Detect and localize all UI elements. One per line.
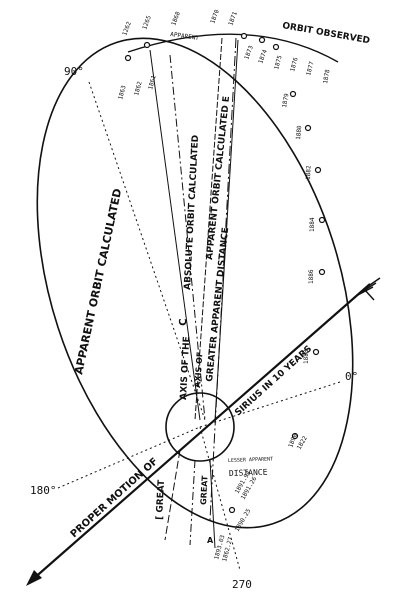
year-label: 1875 — [273, 54, 284, 70]
axis-of-the-label: AXIS OF THE — [179, 336, 192, 400]
lower-line-3 — [209, 459, 216, 549]
line-180 — [57, 426, 201, 489]
axis-of-label: AXIS OF — [193, 351, 205, 388]
year-label: 1862 — [133, 80, 144, 96]
year-label: 1868 — [170, 10, 182, 26]
year-label: 1871 — [227, 10, 239, 26]
year-label: 1874 — [257, 48, 269, 64]
lesser-apparent-label: LESSER APPARENT — [228, 456, 273, 464]
arrow-head-icon — [26, 570, 42, 586]
angle-270-label: 270 — [232, 578, 252, 591]
pos-circle — [312, 348, 320, 356]
axis-line-1 — [149, 49, 201, 421]
distance-label: DISTANCE — [229, 468, 268, 478]
observed-orbit-arc — [127, 33, 339, 63]
central-star-circle — [165, 392, 235, 462]
proper-motion-arrow-shaft — [31, 283, 371, 581]
year-label: 1873 — [243, 44, 255, 60]
pos-circle — [124, 54, 132, 62]
year-label: 1890 — [287, 432, 299, 448]
great-bracket-label: [ GREAT — [155, 479, 167, 520]
year-label: 1262 — [121, 20, 133, 36]
pos-circle — [304, 124, 312, 132]
sirius-label: SIRIUS IN 10 YEARS — [233, 344, 314, 418]
year-label: 1880 — [295, 125, 303, 140]
axis-line-4 — [209, 37, 237, 521]
year-label: 1876 — [289, 56, 300, 72]
year-label: 1879 — [281, 93, 290, 109]
year-label: 1265 — [141, 14, 153, 30]
year-label: 1870 — [209, 8, 221, 24]
apparent-orbit-calculated-label: APPARENT ORBIT CALCULATED — [72, 187, 124, 375]
year-label: 1888 — [303, 349, 310, 364]
pos-circle — [272, 43, 280, 51]
proper-motion-label: PROPER MOTION OF — [69, 456, 161, 540]
year-label: 1886 — [308, 269, 315, 284]
pos-circle — [289, 90, 297, 98]
angle-90-label: 90° — [64, 65, 84, 78]
pos-circle — [291, 432, 299, 440]
pos-circle — [318, 216, 326, 224]
year-label: 1884 — [309, 217, 316, 232]
arrow-feather-icon — [355, 277, 381, 301]
angle-180-label: 180° — [30, 484, 57, 497]
c-label: C — [178, 318, 189, 326]
pos-circle — [258, 36, 266, 44]
apparent-top-label: APPARENT — [170, 31, 200, 42]
year-label: 1861 — [147, 74, 158, 90]
pos-circle — [240, 32, 248, 40]
lower-line-1 — [164, 449, 181, 541]
pos-circle — [318, 268, 326, 276]
a-marker-label: A — [207, 536, 214, 545]
great-label: GREAT — [199, 475, 210, 505]
absolute-orbit-calculated-label: ABSOLUTE ORBIT CALCULATED — [183, 135, 201, 290]
axis-line-5 — [214, 39, 239, 421]
year-label: 1882 — [305, 165, 313, 180]
pos-circle — [228, 506, 236, 514]
pos-circle — [143, 41, 151, 49]
orbit-observed-label: ORBIT OBSERVED — [281, 21, 370, 46]
year-label: 1863 — [117, 84, 128, 100]
year-label: 1890.25 — [234, 507, 253, 533]
year-label: 1878 — [322, 69, 331, 85]
apparent-orbit-ellipse — [36, 37, 354, 529]
year-label: 1877 — [305, 60, 316, 76]
lower-line-2 — [189, 459, 196, 546]
pos-circle — [314, 166, 322, 174]
angle-0-label: 0° — [345, 370, 358, 383]
